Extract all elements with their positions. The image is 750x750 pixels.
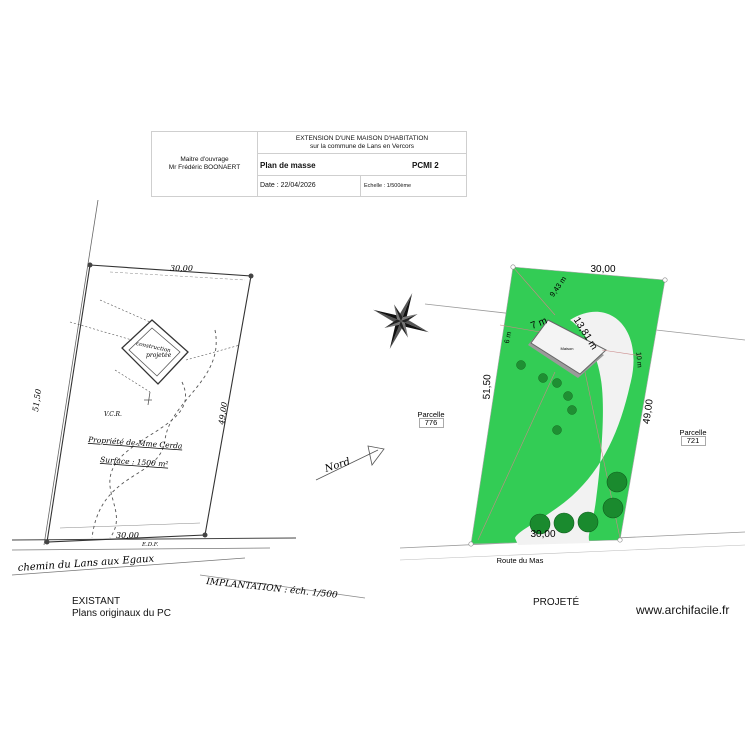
plan-left-dim: 51,50 [482,374,494,400]
corner-marker [662,277,668,283]
parcel-left-number: 776 [425,418,438,427]
parcel-left-box [419,418,444,428]
offset-line [99,299,151,323]
sketch-house-outer [121,319,189,385]
project-location: sur la commune de Lans en Vercors [309,142,415,150]
road-edge-bottom [399,544,746,561]
offset-line [114,369,151,393]
dim-line-bottom [59,522,201,529]
compass-rose-icon [373,293,429,349]
corner-marker [87,262,93,268]
parcel-right-box [681,436,706,446]
house-label: Maison [561,346,574,351]
plan-road-label: Route du Mas [497,556,544,565]
driveway [515,311,634,545]
existing-caption: EXISTANT Plans originaux du PC [72,596,171,620]
plan-code: PCMI 2 [412,161,439,170]
project-house [530,319,607,375]
road-line-bottom [11,557,246,576]
owner-name: Mr Frédéric BOONAERT [168,164,241,171]
plan-dim-10m: 10 m [634,352,642,368]
road-line-top [11,537,297,541]
parcel-left-label: Parcelle [417,410,444,419]
project-cell: EXTENSION D'UNE MAISON D'HABITATION sur … [258,132,466,154]
sketch-north-line [315,449,379,481]
dim-line-top [109,271,246,281]
watermark: www.archifacile.fr [636,603,730,617]
plan-date: Date : 22/04/2026 [260,182,316,189]
plan-row: Plan de masse PCMI 2 [258,154,466,176]
date-scale-row: Date : 22/04/2026 Echelle : 1/500ème [258,176,466,196]
sketch-north-arrowhead [367,445,385,466]
measure-line [477,371,556,541]
sketch-left-dim: 51,50 [31,388,43,412]
measure-line [512,266,556,316]
title-block: Maitre d'ouvrage Mr Frédéric BOONAERT EX… [151,131,467,197]
project-caption: PROJETÉ [533,597,580,608]
sketch-projetee-label: projetée [146,352,172,359]
existing-caption-sub: Plans originaux du PC [72,608,171,619]
sketch-vcr-label: V.C.R. [104,411,122,418]
plan-name: Plan de masse [260,161,316,170]
corner-marker [617,537,623,543]
sketch-top-dim: 30,00 [170,264,193,273]
offset-line [185,344,241,361]
measure-line [499,324,541,333]
corner-marker [44,539,50,545]
sketch-bottom-dim: 30,00 [116,531,139,540]
sketch-edf-label: E.D.F. [141,542,159,548]
plan-dim-6m: 6 m [504,331,513,344]
road-line-mid [11,547,271,551]
implantation-underline [199,574,366,599]
row-divider [360,176,361,196]
large-trees [529,471,628,535]
plan-top-dim: 30,00 [590,264,615,275]
owner-role: Maitre d'ouvrage [180,156,229,163]
plan-bottom-dim: 30,00 [530,529,555,540]
corner-marker [202,532,208,538]
plan-scale: Echelle : 1/500ème [364,183,412,189]
measure-line [601,349,643,357]
access-path [91,329,217,539]
owner-cell: Maitre d'ouvrage Mr Frédéric BOONAERT [152,132,258,196]
corner-marker [248,273,254,279]
corner-marker [468,541,474,547]
guide-line-left [43,199,99,546]
vent-symbol [144,391,152,406]
sketch-right-dim: 49,00 [217,401,229,426]
parcel-right-number: 721 [687,436,700,445]
sketch-house-inner [128,327,181,377]
offset-line [69,321,133,341]
corner-marker [510,264,516,270]
project-title: EXTENSION D'UNE MAISON D'HABITATION [295,135,429,142]
small-shrubs [516,360,577,435]
parcel-right-label: Parcelle [679,428,706,437]
access-path [109,381,186,539]
existing-caption-title: EXISTANT [72,596,121,607]
plan-right-dim: 49,00 [641,398,655,425]
